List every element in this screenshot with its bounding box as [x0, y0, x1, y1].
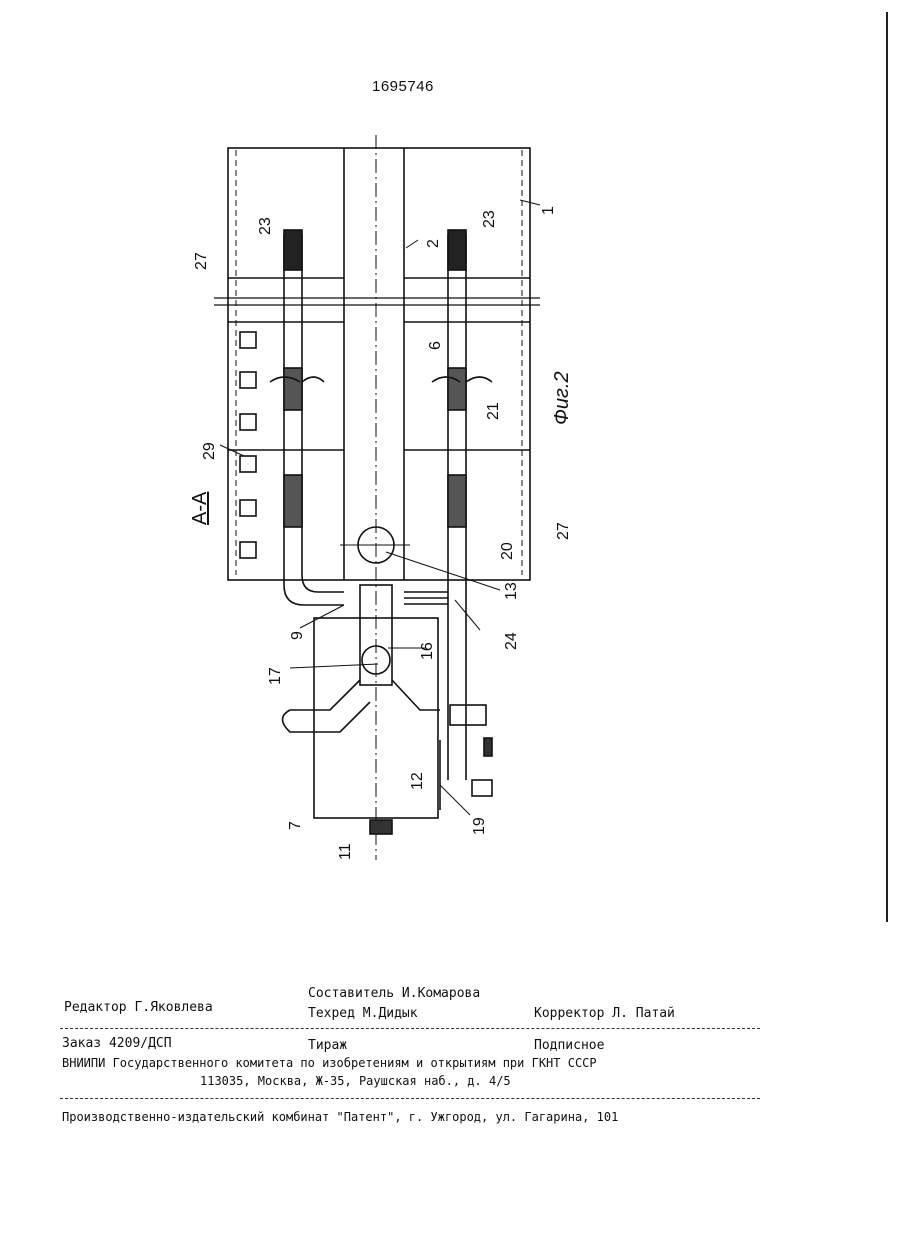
callout-29: 29 [201, 442, 218, 460]
callout-27-bottom: 27 [555, 522, 572, 540]
circulation: Тираж [308, 1038, 347, 1053]
tech-editor: Техред М.Дидык [308, 1006, 418, 1021]
figure-label: Фиг.2 [551, 371, 573, 425]
address: 113035, Москва, Ж-35, Раушская наб., д. … [200, 1074, 511, 1088]
callout-23-right: 23 [481, 210, 498, 228]
callout-6: 6 [427, 341, 444, 350]
organization: ВНИИПИ Государственного комитета по изоб… [62, 1056, 597, 1070]
callout-20: 20 [499, 542, 516, 560]
order: Заказ 4209/ДСП [62, 1036, 172, 1051]
callout-17: 17 [267, 667, 284, 685]
callout-24: 24 [503, 632, 520, 650]
callout-13: 13 [503, 582, 520, 600]
callout-21: 21 [485, 402, 502, 420]
divider-1 [60, 1028, 760, 1029]
callout-9: 9 [289, 631, 306, 640]
technical-drawing: 1 2 6 7 9 11 12 13 16 17 19 20 21 23 23 … [0, 0, 900, 960]
callout-1: 1 [540, 206, 557, 215]
publisher: Производственно-издательский комбинат "П… [62, 1110, 618, 1124]
divider-2 [60, 1098, 760, 1099]
proofreader: Корректор Л. Патай [534, 1006, 675, 1021]
callout-2: 2 [425, 239, 442, 248]
callout-11: 11 [337, 843, 354, 860]
subscription: Подписное [534, 1038, 604, 1053]
callout-19: 19 [471, 817, 488, 835]
callout-16: 16 [419, 642, 436, 660]
compiler: Составитель И.Комарова [308, 986, 480, 1001]
editor: Редактор Г.Яковлева [64, 1000, 213, 1015]
section-label: А-А [189, 491, 211, 525]
callout-12: 12 [409, 772, 426, 790]
callout-27-top: 27 [193, 252, 210, 270]
callout-23-left: 23 [257, 217, 274, 235]
callout-7: 7 [287, 821, 304, 830]
